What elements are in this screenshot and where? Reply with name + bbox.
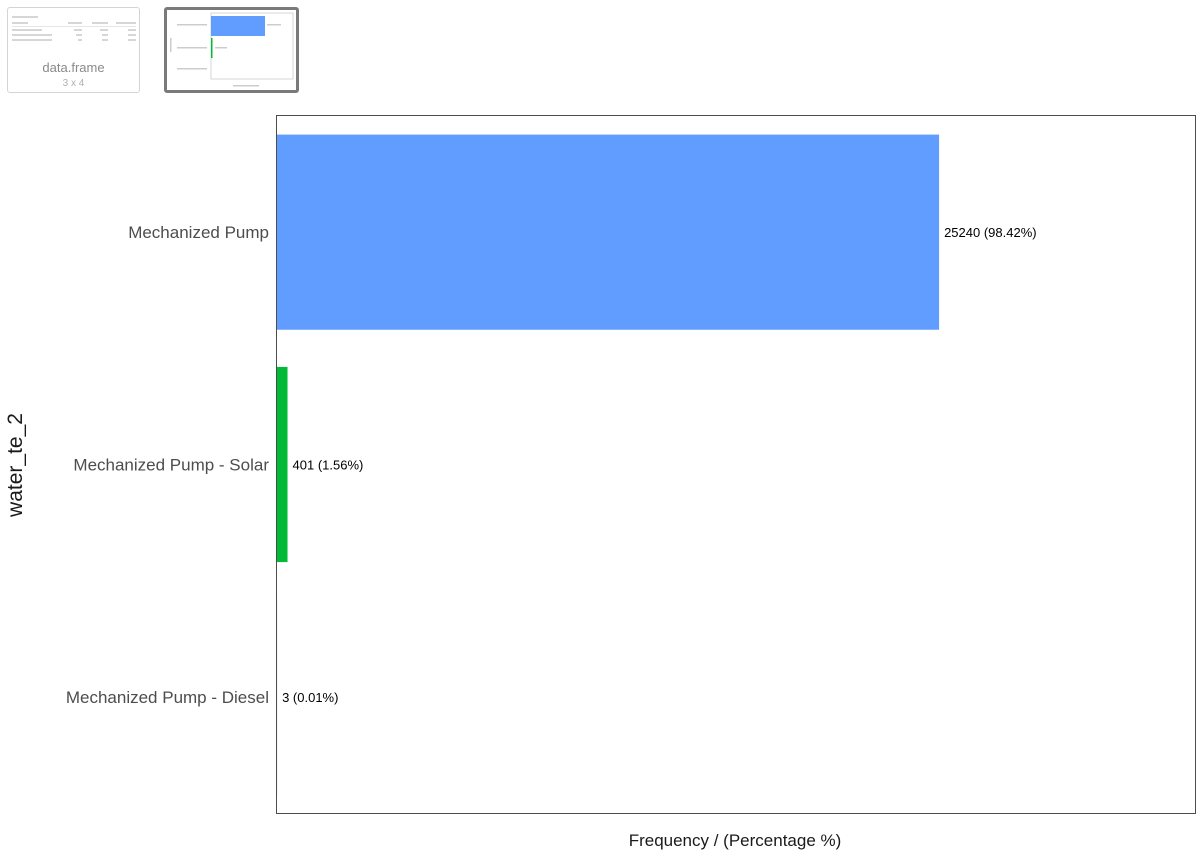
bars-layer: [277, 134, 940, 795]
x-axis-label: Frequency / (Percentage %): [629, 831, 842, 850]
data-label-2: 3 (0.01%): [282, 690, 338, 705]
category-label-0: Mechanized Pump: [128, 223, 269, 242]
y-axis-label: water_te_2: [4, 413, 27, 518]
labels-layer: Mechanized Pump 25240 (98.42%) Mechanized …: [66, 223, 1037, 707]
mini-table-preview: [12, 14, 136, 44]
bar-0: [277, 134, 940, 330]
category-label-2: Mechanized Pump - Diesel: [66, 688, 269, 707]
thumbnail-title: data.frame: [42, 60, 105, 75]
thumbnail-plot[interactable]: [164, 7, 299, 93]
category-label-1: Mechanized Pump - Solar: [73, 456, 269, 475]
thumbnail-subtitle: 3 x 4: [62, 78, 85, 89]
bar-1: [277, 366, 288, 563]
data-label-1: 401 (1.56%): [293, 458, 364, 473]
thumbnail-data-frame[interactable]: data.frame 3 x 4: [7, 7, 140, 93]
data-label-0: 25240 (98.42%): [944, 225, 1037, 240]
mini-plot-preview: [170, 12, 294, 87]
